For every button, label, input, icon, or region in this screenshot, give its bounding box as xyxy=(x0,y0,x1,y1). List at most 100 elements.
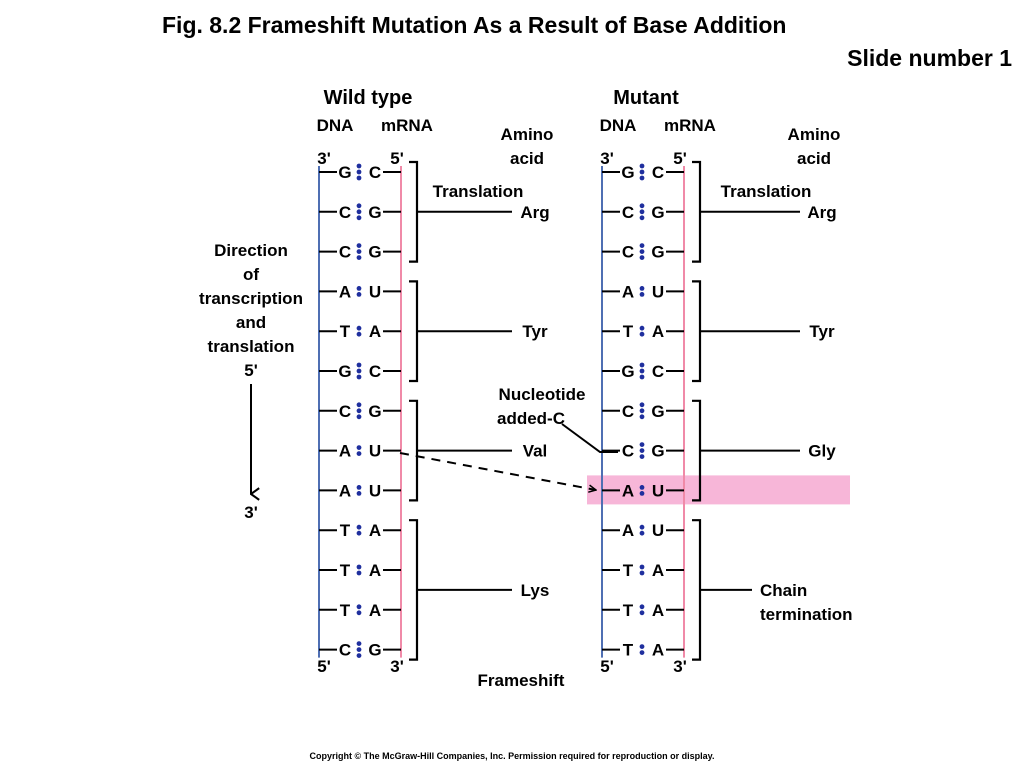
mrna-base: A xyxy=(369,561,381,580)
direction-3prime: 3' xyxy=(244,503,258,522)
mrna-base: A xyxy=(369,322,381,341)
mrna-base: U xyxy=(369,442,381,461)
mrna-base: A xyxy=(652,601,664,620)
wild-codon-bracket xyxy=(409,399,419,502)
wild-amino-acid: Tyr xyxy=(522,322,548,341)
mrna-base: G xyxy=(651,442,664,461)
base-pair-dot xyxy=(356,530,362,536)
base-pair-dot xyxy=(356,647,362,652)
mutant-amino-header-2: acid xyxy=(797,149,831,168)
mrna-base: U xyxy=(652,521,664,540)
base-pair-dot xyxy=(356,286,362,291)
dna-base: C xyxy=(339,641,351,660)
dna-base: A xyxy=(339,442,351,461)
wild-dna-3prime-top: 3' xyxy=(317,149,331,168)
base-pair-dot xyxy=(639,530,645,536)
base-pair-dot xyxy=(356,368,362,374)
wild-type-title: Wild type xyxy=(324,87,413,109)
base-pair-dot xyxy=(639,650,645,655)
dna-base: T xyxy=(623,641,634,660)
base-pair-dot xyxy=(639,454,645,459)
wild-amino-header-1: Amino xyxy=(501,125,554,144)
mrna-base: A xyxy=(652,641,664,660)
base-pair-dot xyxy=(639,448,645,453)
dna-base: G xyxy=(338,362,351,381)
base-pair-dot xyxy=(356,653,362,658)
frameshift-dashed-arrow xyxy=(399,452,596,490)
base-pair-dot xyxy=(639,331,645,337)
dna-base: T xyxy=(623,561,634,580)
base-pair-dot xyxy=(639,402,645,408)
base-pair-dot xyxy=(639,243,645,249)
mrna-base: G xyxy=(651,203,664,222)
mrna-base: G xyxy=(651,402,664,421)
dna-base: G xyxy=(621,163,634,182)
mrna-base: A xyxy=(652,561,664,580)
mrna-base: C xyxy=(652,163,664,182)
mutant-mrna-3prime-bottom: 3' xyxy=(673,657,687,676)
dna-base: A xyxy=(622,521,634,540)
base-pair-dot xyxy=(639,368,645,374)
mutant-title: Mutant xyxy=(613,87,679,109)
mutant-mrna-header: mRNA xyxy=(664,116,716,135)
mrna-base: A xyxy=(652,322,664,341)
base-pair-dot xyxy=(356,402,362,408)
direction-label-line: and xyxy=(236,313,266,332)
base-pair-dot xyxy=(639,255,645,260)
base-pair-dot xyxy=(356,203,362,209)
mutant-dna-3prime-top: 3' xyxy=(600,149,614,168)
wild-mrna-header: mRNA xyxy=(381,116,433,135)
mrna-base: A xyxy=(369,521,381,540)
base-pair-dot xyxy=(639,408,645,414)
dna-base: A xyxy=(622,481,634,500)
base-pair-dot xyxy=(356,292,362,297)
base-pair-dot xyxy=(639,485,645,490)
base-pair-dot xyxy=(356,485,362,490)
base-pair-dot xyxy=(356,414,362,420)
mrna-base: U xyxy=(652,481,664,500)
base-pair-dot xyxy=(639,175,645,181)
mrna-base: C xyxy=(369,362,381,381)
dna-base: C xyxy=(622,203,634,222)
dna-base: C xyxy=(622,442,634,461)
dna-base: G xyxy=(621,362,634,381)
base-pair-dot xyxy=(639,286,645,291)
dna-base: C xyxy=(339,203,351,222)
mutant-codon-bracket xyxy=(692,519,702,661)
base-pair-dot xyxy=(639,325,645,331)
nucleotide-added-label-1: Nucleotide xyxy=(499,385,586,404)
dna-base: T xyxy=(623,601,634,620)
base-pair-dot xyxy=(356,524,362,530)
base-pair-dot xyxy=(639,163,645,169)
mutant-codon-bracket xyxy=(692,160,702,263)
wild-amino-acid: Arg xyxy=(520,203,549,222)
mutant-mrna-5prime-top: 5' xyxy=(673,149,687,168)
base-pair-dot xyxy=(639,524,645,530)
base-pair-dot xyxy=(356,331,362,337)
base-pair-dot xyxy=(639,644,645,649)
mutant-amino-acid: Arg xyxy=(807,203,836,222)
base-pair-dot xyxy=(639,362,645,368)
dna-base: T xyxy=(340,561,351,580)
base-pair-dot xyxy=(639,169,645,175)
mutant-amino-acid: Tyr xyxy=(809,322,835,341)
base-pair-dot xyxy=(639,374,645,380)
base-pair-dot xyxy=(639,215,645,221)
base-pair-dot xyxy=(356,564,362,570)
mrna-base: C xyxy=(369,163,381,182)
dna-base: T xyxy=(340,601,351,620)
direction-5prime: 5' xyxy=(244,361,258,380)
base-pair-dot xyxy=(639,564,645,570)
base-pair-dot xyxy=(356,610,362,616)
mutant-amino-header-1: Amino xyxy=(788,125,841,144)
wild-mrna-3prime-bottom: 3' xyxy=(390,657,404,676)
base-pair-dot xyxy=(356,604,362,610)
mutant-amino-acid: Gly xyxy=(808,442,836,461)
dna-base: A xyxy=(622,282,634,301)
base-pair-dot xyxy=(639,249,645,255)
copyright-notice: Copyright © The McGraw-Hill Companies, I… xyxy=(309,751,715,761)
figure-title: Fig. 8.2 Frameshift Mutation As a Result… xyxy=(162,12,787,38)
base-pair-dot xyxy=(639,491,645,496)
chain-termination-label-2: termination xyxy=(760,605,853,624)
